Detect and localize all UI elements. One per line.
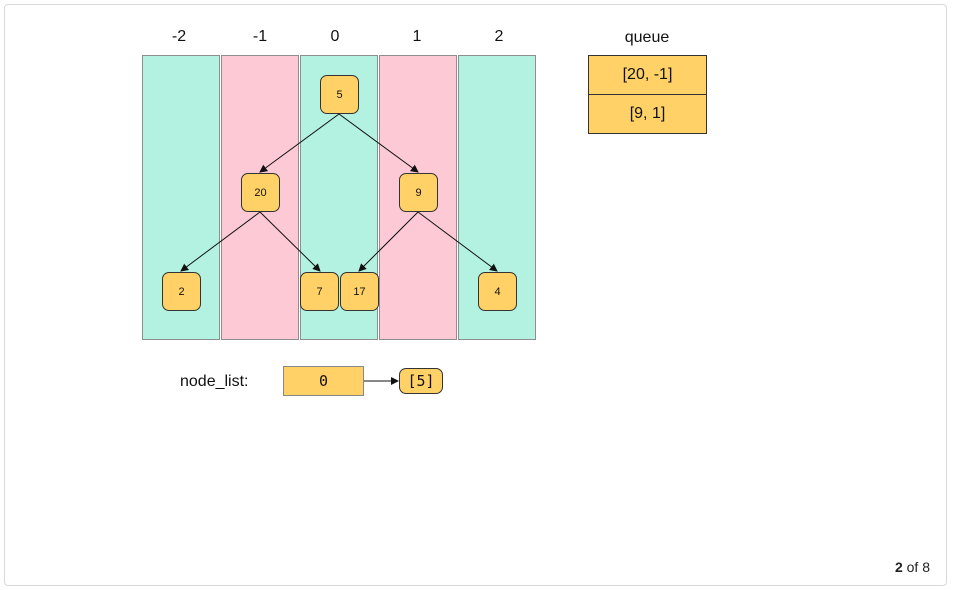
queue-title: queue xyxy=(624,29,670,46)
node-list-label: node_list: xyxy=(180,373,249,390)
column-strip-minus-2 xyxy=(142,55,220,340)
queue-item-2: [9, 1] xyxy=(588,94,707,134)
tree-node-9: 9 xyxy=(399,173,438,212)
node-list-key: 0 xyxy=(283,366,364,396)
edge-20-7 xyxy=(259,211,321,272)
edge-9-17 xyxy=(358,211,419,272)
tree-node-4: 4 xyxy=(478,272,517,311)
tree-node-7: 7 xyxy=(300,272,339,311)
edge-20-2 xyxy=(180,211,261,272)
tree-node-17: 17 xyxy=(340,272,379,311)
pager-total: 8 xyxy=(922,559,930,575)
tree-node-20: 20 xyxy=(241,173,280,212)
column-label-minus-1: -1 xyxy=(252,28,268,45)
node-list-value: [5] xyxy=(399,368,443,394)
slide-pager: 2 of 8 xyxy=(895,559,930,575)
tree-node-2: 2 xyxy=(162,272,201,311)
column-label-minus-2: -2 xyxy=(171,28,187,45)
pager-current: 2 xyxy=(894,559,903,575)
edge-9-4 xyxy=(417,211,498,272)
column-label-1: 1 xyxy=(412,28,422,45)
pager-separator: of xyxy=(906,559,919,575)
edge-5-20 xyxy=(259,113,340,173)
tree-node-5: 5 xyxy=(320,75,359,114)
column-strip-2 xyxy=(458,55,536,340)
column-label-0: 0 xyxy=(330,28,340,45)
column-label-2: 2 xyxy=(494,28,504,45)
edge-5-9 xyxy=(338,113,419,173)
